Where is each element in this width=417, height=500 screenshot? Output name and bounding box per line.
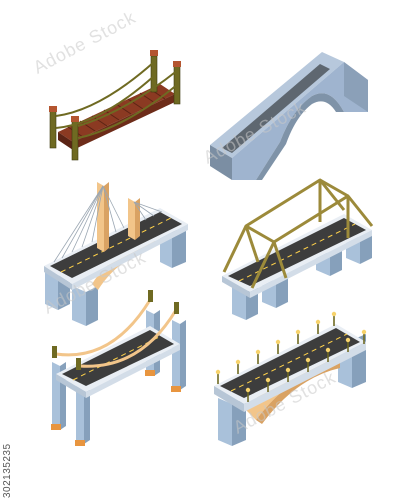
cable-stayed-bridge (44, 182, 188, 326)
stone-arch-bridge (210, 52, 368, 180)
arch-road-bridge (214, 311, 367, 446)
truss-bridge (222, 178, 374, 320)
stock-id-label: 302135235 (2, 443, 13, 498)
suspension-road-bridge (51, 290, 186, 446)
rope-suspension-bridge (49, 50, 181, 161)
